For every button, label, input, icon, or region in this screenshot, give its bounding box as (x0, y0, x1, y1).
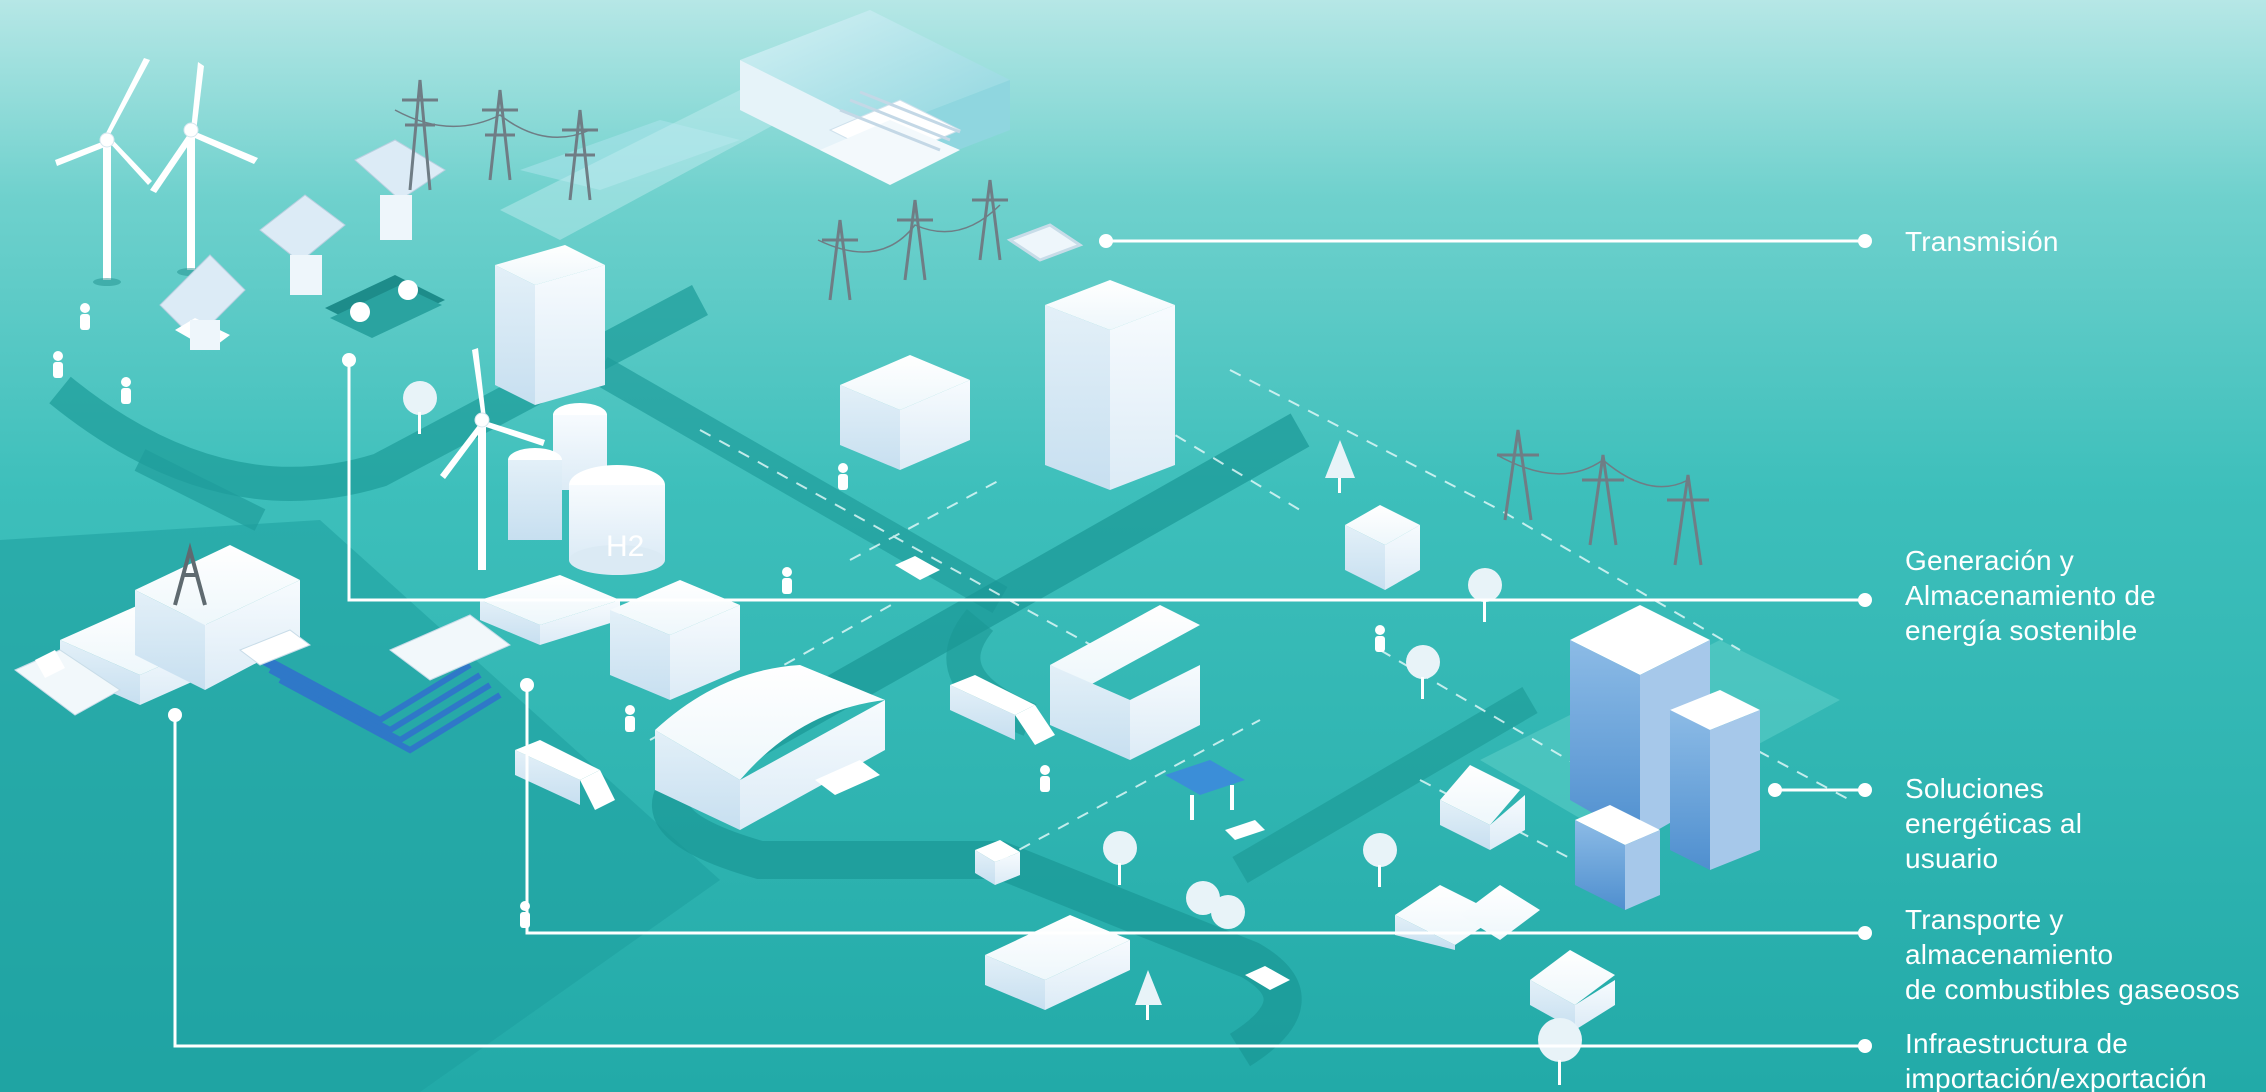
warehouse (655, 665, 885, 830)
wind-turbine-icon (440, 348, 545, 570)
tree-icon (403, 381, 437, 434)
callout-line-infraestructura (173, 715, 1865, 1048)
person-icon (53, 303, 1385, 928)
building (985, 915, 1130, 1010)
transmission-tower-icon (394, 79, 598, 201)
ship-icon (14, 649, 121, 716)
label-line: Almacenamiento de (1905, 580, 2156, 611)
pipeline-stations (238, 614, 511, 681)
hydrogen-tank-icon: H2 (508, 403, 665, 575)
callout-dot (1858, 783, 1872, 797)
tree-icon (1325, 440, 1355, 493)
building (1345, 505, 1420, 590)
pipeline (248, 647, 502, 754)
callout-dot (342, 353, 356, 367)
label-line: Soluciones (1905, 773, 2044, 804)
tree-icon (1363, 833, 1397, 887)
solar-panel-icon (259, 194, 346, 295)
label-transmision: Transmisión (1905, 224, 2059, 259)
label-line: Generación y (1905, 545, 2074, 576)
wind-turbine-icon (150, 62, 258, 276)
label-line: usuario (1905, 843, 1999, 874)
house (1530, 950, 1615, 1030)
building (1045, 280, 1175, 490)
label-line: Transporte y (1905, 904, 2064, 935)
label-line: Infraestructura de (1905, 1028, 2129, 1059)
car-icon (895, 556, 940, 580)
transmission-tower-icon (1496, 429, 1709, 566)
callout-dot (1858, 593, 1872, 607)
building (610, 580, 740, 700)
label-line: importación/exportación (1905, 1063, 2207, 1092)
label-line: energía sostenible (1905, 615, 2138, 646)
label-generacion-almacenamiento: Generación y Almacenamiento de energía s… (1905, 543, 2156, 648)
tree-icon (1468, 568, 1502, 622)
label-line: de combustibles gaseosos (1905, 974, 2240, 1005)
house (1440, 765, 1525, 850)
callout-dot (1858, 1039, 1872, 1053)
callout-dot (168, 708, 182, 722)
label-line: almacenamiento (1905, 939, 2114, 970)
generation-building (495, 245, 605, 405)
building (480, 575, 620, 645)
label-line: energéticas al (1905, 808, 2083, 839)
callout-dot (520, 678, 534, 692)
callout-line-transporte (525, 685, 1865, 935)
callout-line-generacion (347, 360, 1865, 602)
tree-icon (1406, 645, 1440, 699)
hydroelectric-dam-icon (740, 10, 1010, 185)
solar-panel-icon (354, 139, 446, 240)
callout-dot (1099, 234, 1113, 248)
transmission-tower-icon (817, 179, 1084, 301)
tree-icon (1103, 831, 1137, 885)
car-icon (1245, 966, 1290, 990)
label-transporte-almacenamiento: Transporte y almacenamiento de combustib… (1905, 902, 2240, 1007)
solar-panel-icon (159, 254, 246, 350)
truck-icon (515, 740, 615, 810)
building (1050, 605, 1200, 760)
tree-icon (1186, 881, 1245, 929)
label-soluciones-energeticas: Soluciones energéticas al usuario (1905, 771, 2082, 876)
label-line: Transmisión (1905, 226, 2059, 257)
gas-station-icon (1165, 760, 1265, 840)
callout-dot (1768, 783, 1782, 797)
office-tower-icon (1570, 605, 1760, 910)
building (975, 840, 1020, 885)
building (840, 355, 970, 470)
callout-dot (1858, 926, 1872, 940)
callout-dots (168, 234, 1872, 1053)
battery-icon (325, 275, 445, 338)
hydrogen-label: H2 (606, 530, 644, 563)
tree-icon (1538, 1018, 1582, 1085)
house (1395, 885, 1540, 950)
callout-lines (173, 239, 1865, 1048)
callout-dot (1858, 234, 1872, 248)
wind-turbine-icon (55, 58, 152, 286)
refinery-icon (60, 542, 300, 705)
label-infraestructura: Infraestructura de importación/exportaci… (1905, 1026, 2207, 1092)
tree-icon (1135, 970, 1162, 1020)
truck-icon (950, 675, 1055, 745)
